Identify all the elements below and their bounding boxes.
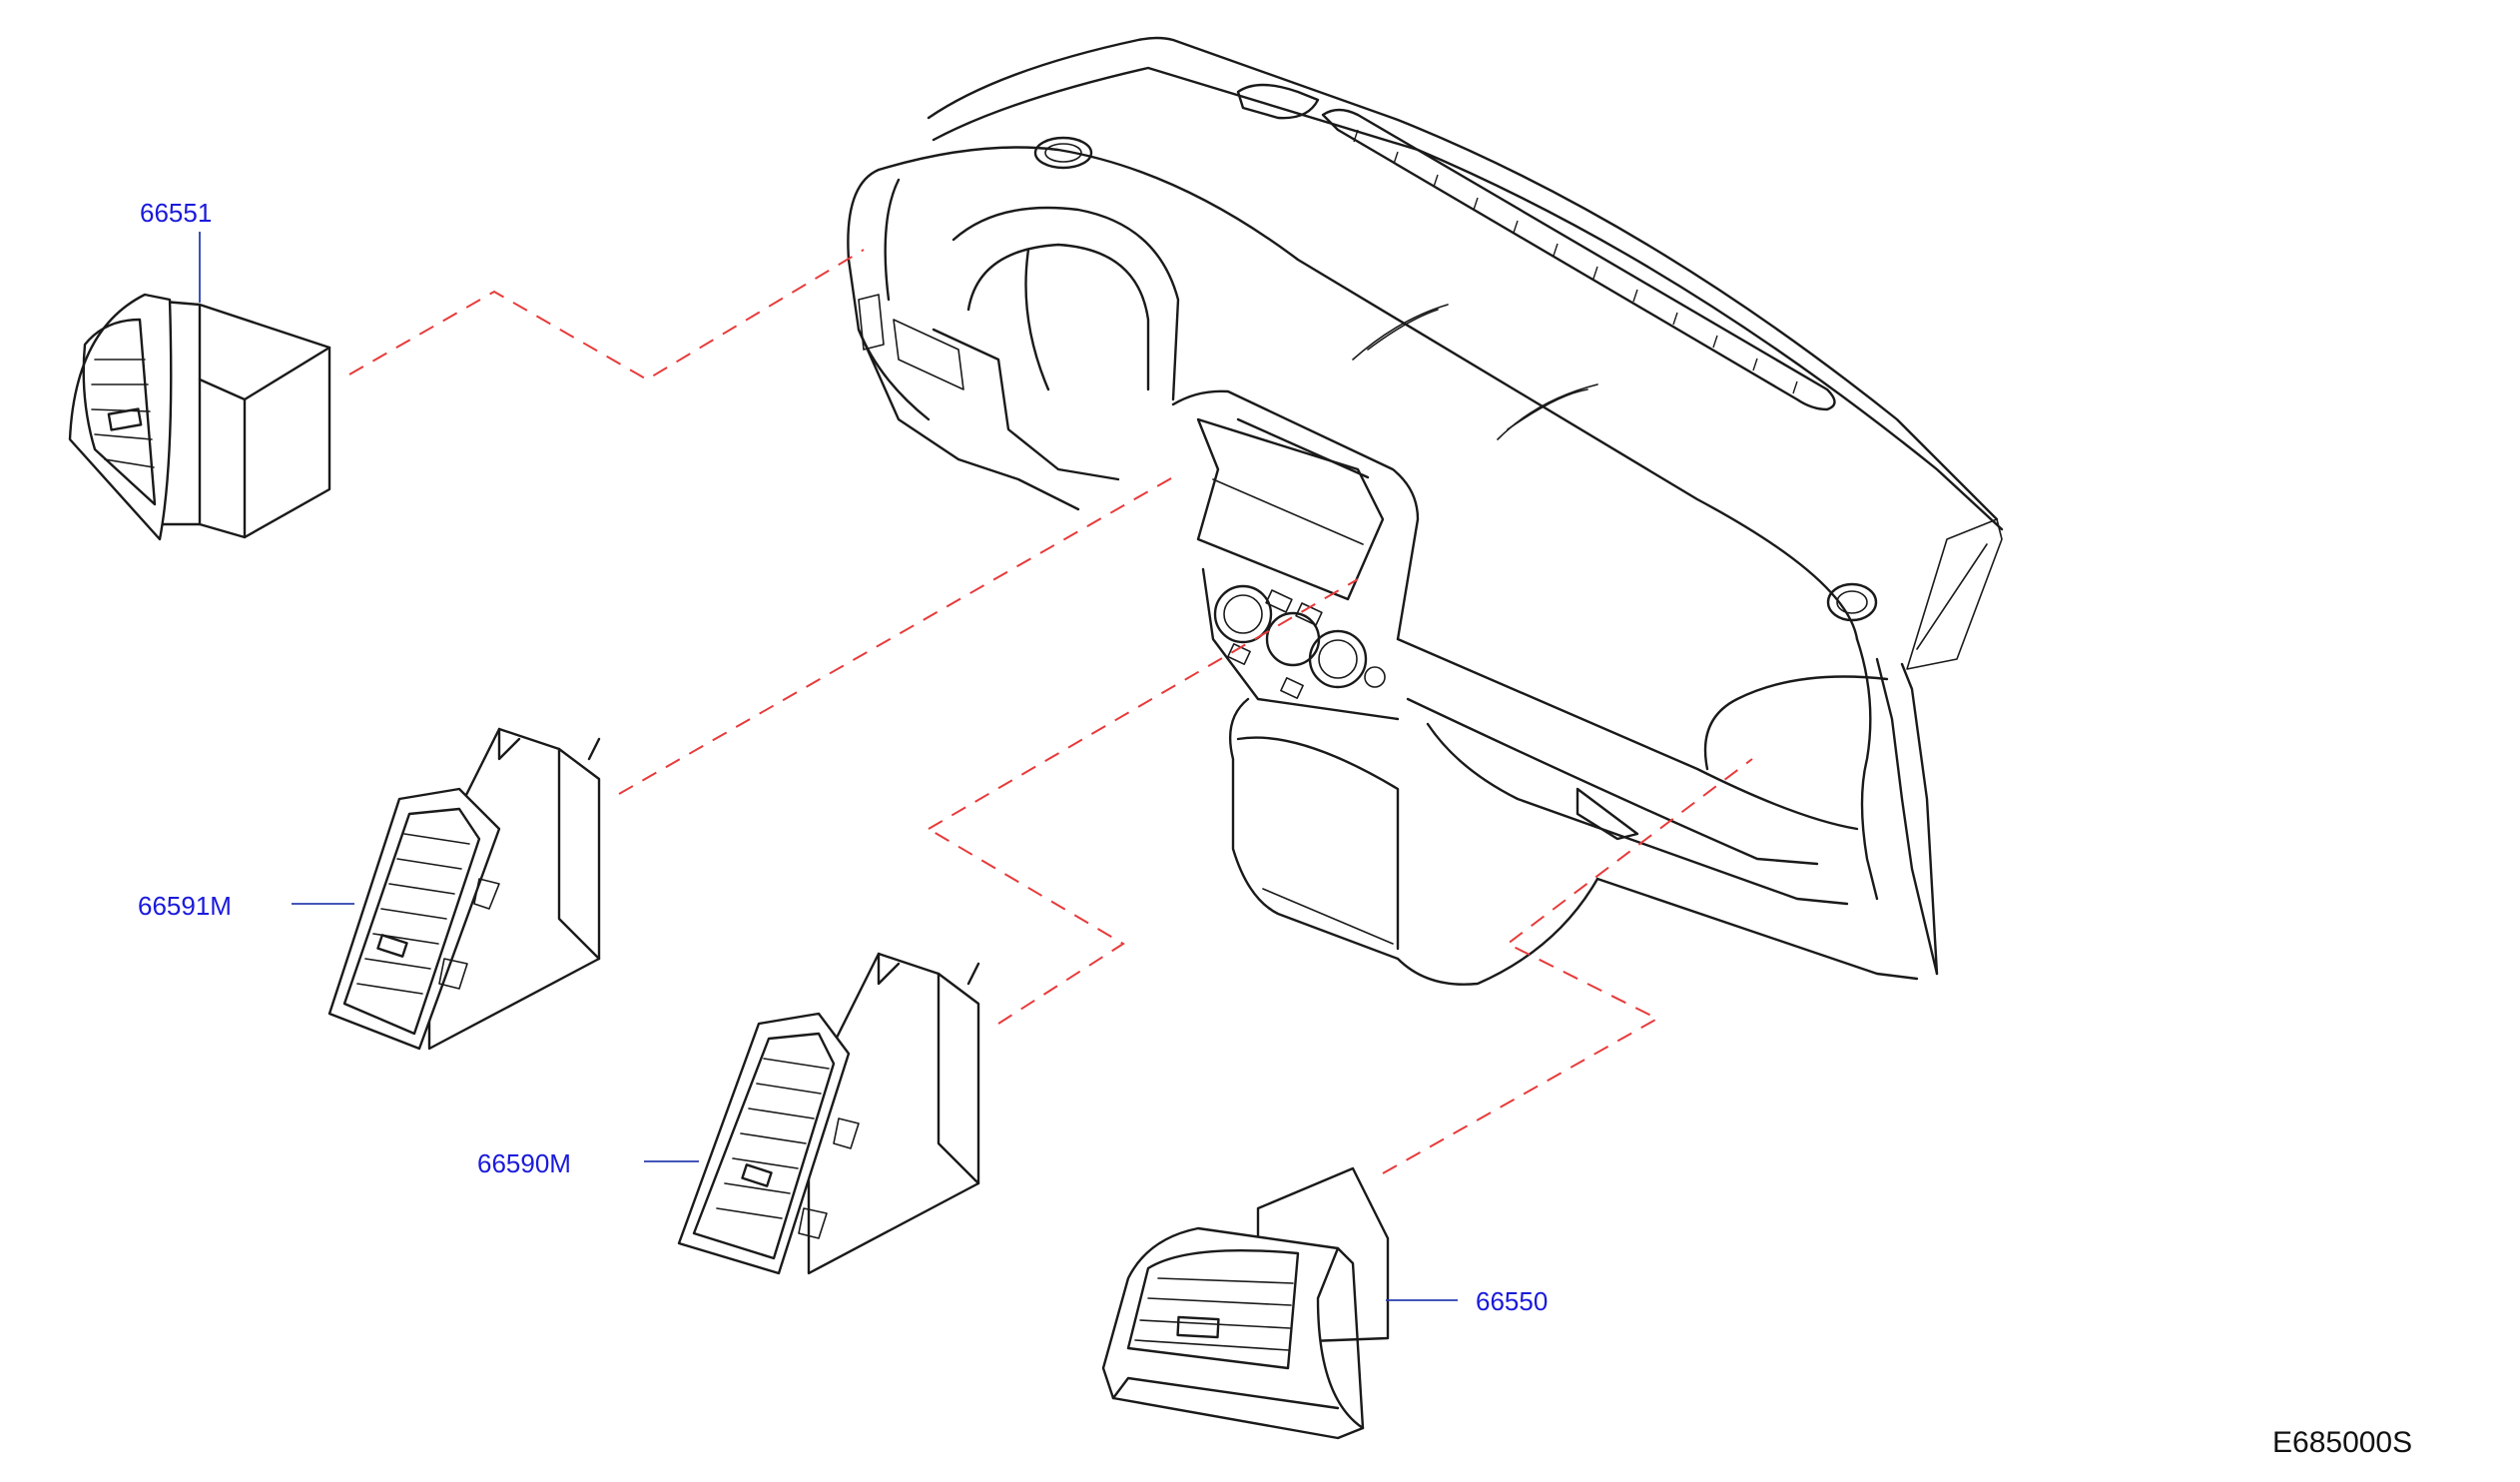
part-label-66551[interactable]: 66551 [140, 198, 213, 228]
vent-66590M-drawing [677, 952, 980, 1275]
diagram-code: E685000S [2272, 1426, 2413, 1459]
callout-dashes [348, 249, 1753, 1174]
defroster-grille-hatch [1353, 129, 1798, 394]
vent-66591M-drawing [327, 727, 601, 1051]
vent-66550-drawing [1101, 1166, 1390, 1440]
vent-66551-drawing [68, 293, 331, 541]
instrument-panel-drawing [847, 36, 2004, 986]
part-label-66591M[interactable]: 66591M [138, 891, 232, 921]
part-label-66590M[interactable]: 66590M [477, 1148, 571, 1178]
leader-lines [199, 232, 1458, 1301]
part-label-66550[interactable]: 66550 [1476, 1286, 1549, 1316]
